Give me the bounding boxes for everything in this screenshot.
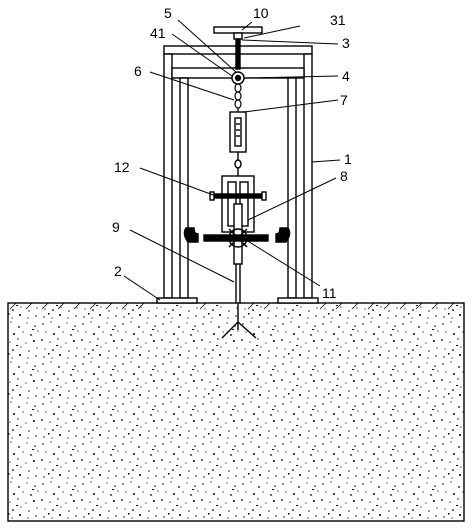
lower-clamp [183,227,291,248]
chain-link [234,83,242,112]
label-31: 31 [330,12,346,28]
part-labels: 10 5 31 41 3 6 4 7 1 12 8 9 2 11 [112,5,352,301]
label-10: 10 [253,5,269,21]
label-12: 12 [114,159,130,175]
label-6: 6 [134,63,142,79]
label-1: 1 [344,151,352,167]
label-4: 4 [342,68,350,84]
label-11: 11 [322,285,337,301]
base-plate [156,297,319,304]
handwheel [213,26,263,70]
soil-block [7,302,465,522]
label-7: 7 [340,92,348,108]
leader-lines [123,19,341,301]
label-3: 3 [342,35,350,51]
anchor-roots [221,303,257,339]
label-2: 2 [114,263,122,279]
label-41: 41 [150,25,166,41]
label-5: 5 [164,5,172,21]
label-9: 9 [112,219,120,235]
label-8: 8 [340,168,348,184]
swivel-joint [231,71,245,85]
probe-shaft [233,203,243,303]
force-gauge [229,111,247,176]
